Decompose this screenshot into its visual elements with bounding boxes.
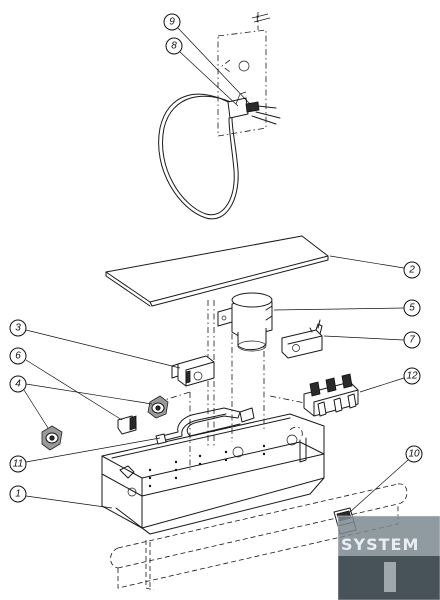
callout-4: 4 — [9, 375, 153, 429]
svg-text:5: 5 — [409, 303, 415, 314]
callout-6: 6 — [9, 347, 123, 421]
callout-2: 2 — [329, 255, 421, 279]
system-watermark-logo: SYSTEM — [337, 515, 440, 600]
wall-panel: I — [217, 12, 271, 137]
callout-8: 8 — [165, 37, 239, 107]
svg-text:11: 11 — [13, 459, 23, 470]
top-mark: I — [256, 14, 259, 24]
heater-11 — [155, 407, 255, 445]
gland-4a — [41, 425, 63, 451]
svg-text:4: 4 — [15, 379, 21, 390]
relay-3 — [171, 355, 215, 387]
mounting-rail — [110, 483, 408, 591]
callout-11: 11 — [9, 437, 161, 473]
fan-motor — [217, 292, 273, 352]
terminal-block-12 — [303, 373, 359, 417]
callout-12: 12 — [359, 367, 421, 393]
perforation-dots — [148, 444, 266, 488]
cable-assembly — [158, 91, 281, 220]
callout-5: 5 — [273, 299, 421, 317]
watermark-text: SYSTEM — [341, 535, 419, 554]
svg-text:9: 9 — [169, 17, 175, 28]
gland-6 — [147, 395, 169, 419]
svg-text:7: 7 — [409, 335, 415, 346]
svg-text:3: 3 — [15, 323, 21, 334]
main-housing — [101, 413, 325, 535]
svg-text:2: 2 — [408, 265, 415, 276]
callout-10: 10 — [349, 445, 423, 513]
svg-text:6: 6 — [15, 351, 21, 362]
connector-6 — [117, 415, 137, 435]
callout-3: 3 — [9, 319, 181, 369]
svg-text:12: 12 — [406, 371, 418, 382]
lid-panel — [105, 235, 329, 307]
svg-text:10: 10 — [408, 449, 420, 460]
svg-text:8: 8 — [171, 41, 177, 52]
callout-9: 9 — [163, 13, 251, 105]
switch-7 — [281, 319, 323, 359]
callout-7: 7 — [323, 331, 421, 349]
svg-text:1: 1 — [15, 489, 21, 500]
callout-1: 1 — [9, 485, 113, 509]
